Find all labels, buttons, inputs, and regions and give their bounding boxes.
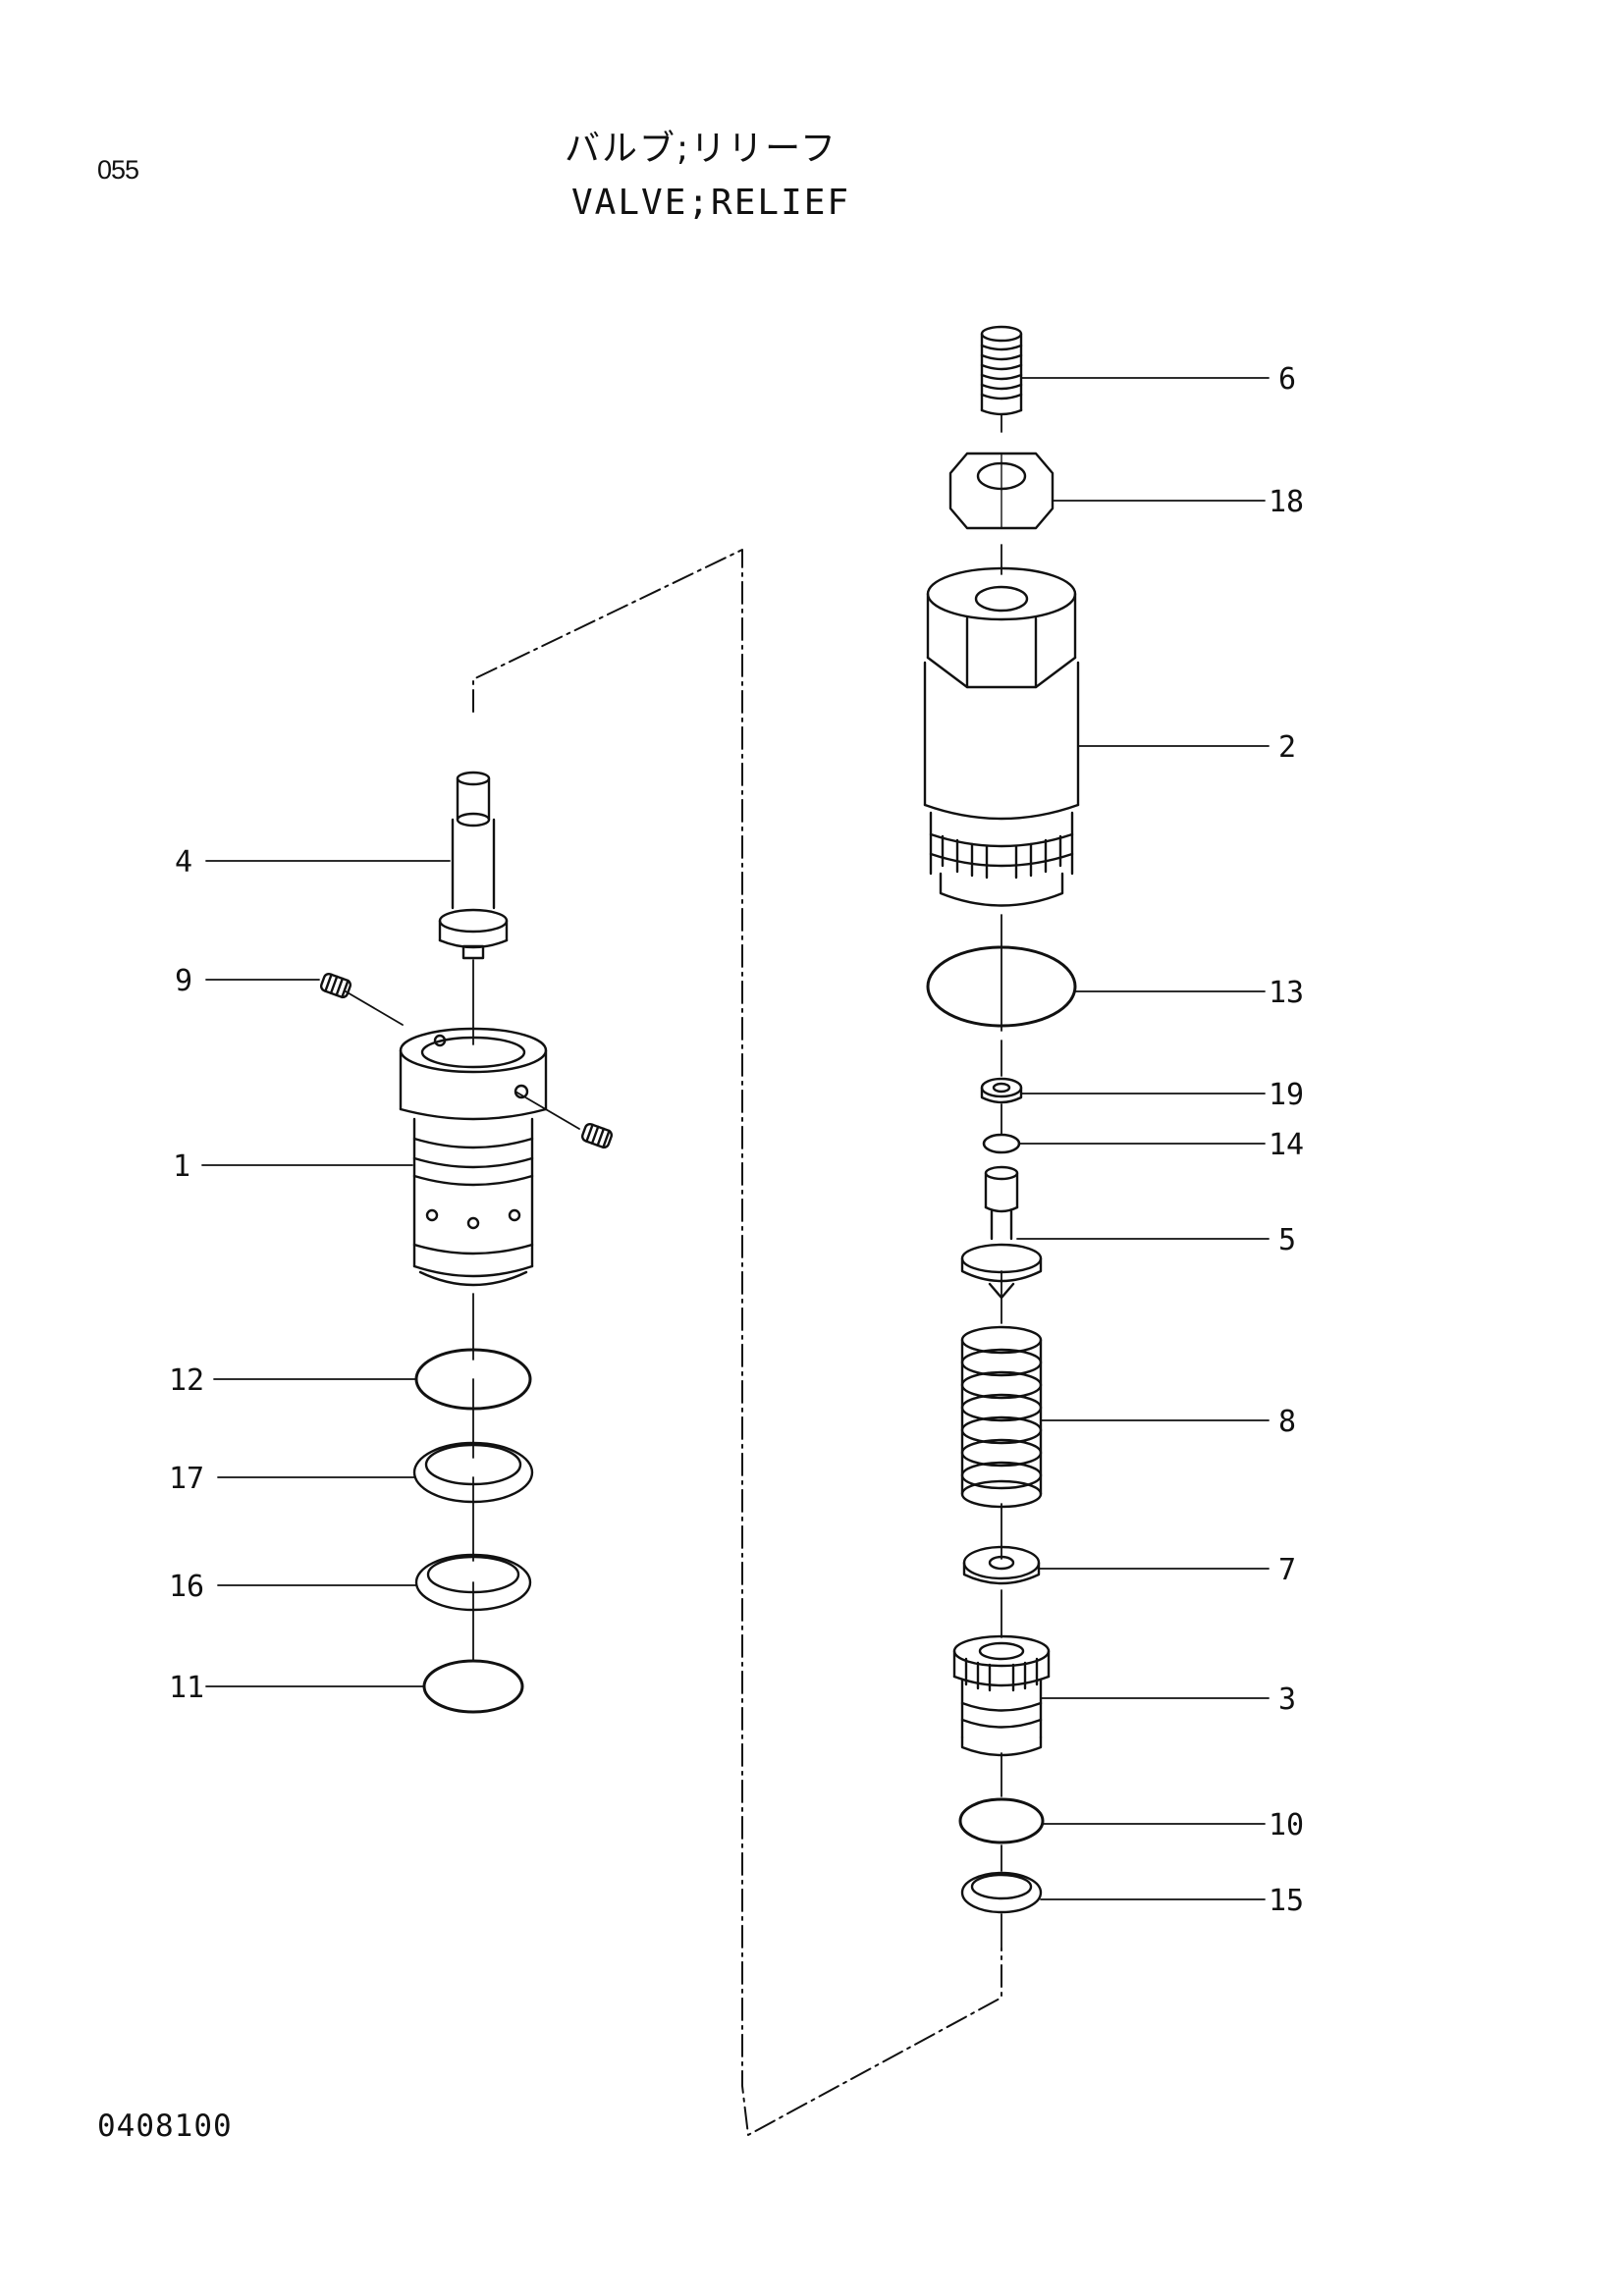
part-4-poppet — [438, 771, 509, 960]
part-5-pilot-poppet — [960, 1165, 1043, 1300]
callout-11: 11 — [169, 1671, 204, 1705]
callout-14: 14 — [1269, 1128, 1304, 1162]
callout-19: 19 — [1269, 1078, 1304, 1112]
callout-5: 5 — [1278, 1223, 1296, 1257]
part-15-backup-ring — [960, 1871, 1043, 1914]
page-number: 055 — [97, 155, 139, 185]
part-14-o-ring — [982, 1133, 1021, 1154]
part-2-plug — [923, 566, 1080, 907]
part-18-lock-nut — [948, 452, 1055, 530]
callout-6: 6 — [1278, 362, 1296, 397]
callout-17: 17 — [169, 1462, 204, 1496]
callout-16: 16 — [169, 1570, 204, 1604]
part-10-o-ring — [958, 1797, 1045, 1844]
part-13-o-ring — [926, 945, 1077, 1028]
callout-1: 1 — [173, 1149, 190, 1184]
drawing-code: 0408100 — [97, 2109, 233, 2144]
part-1-sleeve — [399, 1027, 548, 1287]
part-9-set-screw — [319, 972, 614, 1149]
title-english: VALVE;RELIEF — [571, 183, 851, 223]
callout-9: 9 — [175, 964, 192, 998]
callout-8: 8 — [1278, 1405, 1296, 1439]
callout-7: 7 — [1278, 1553, 1296, 1587]
title-japanese: バルブ;リリーフ — [565, 129, 838, 169]
callout-labels: 4 9 1 12 17 16 11 6 18 2 13 19 14 5 8 7 … — [169, 362, 1304, 1918]
leader-lines — [201, 377, 1270, 1900]
assembly-route-line — [472, 549, 1002, 2136]
callout-10: 10 — [1269, 1808, 1304, 1842]
callout-12: 12 — [169, 1363, 204, 1398]
part-19-seat — [980, 1077, 1023, 1104]
callout-2: 2 — [1278, 730, 1296, 765]
part-7-spring-seat — [962, 1545, 1041, 1585]
part-17-backup-ring — [412, 1441, 534, 1504]
callout-18: 18 — [1269, 485, 1304, 519]
center-axis-lines — [472, 413, 1002, 1949]
callout-15: 15 — [1269, 1884, 1304, 1918]
callout-4: 4 — [175, 845, 192, 880]
callout-13: 13 — [1269, 976, 1304, 1010]
part-16-backup-ring — [414, 1553, 532, 1612]
part-3-adjuster — [952, 1634, 1051, 1757]
part-8-spring — [960, 1325, 1043, 1509]
part-11-o-ring — [422, 1659, 524, 1714]
part-6-adjusting-screw — [980, 325, 1023, 416]
callout-3: 3 — [1278, 1682, 1296, 1717]
